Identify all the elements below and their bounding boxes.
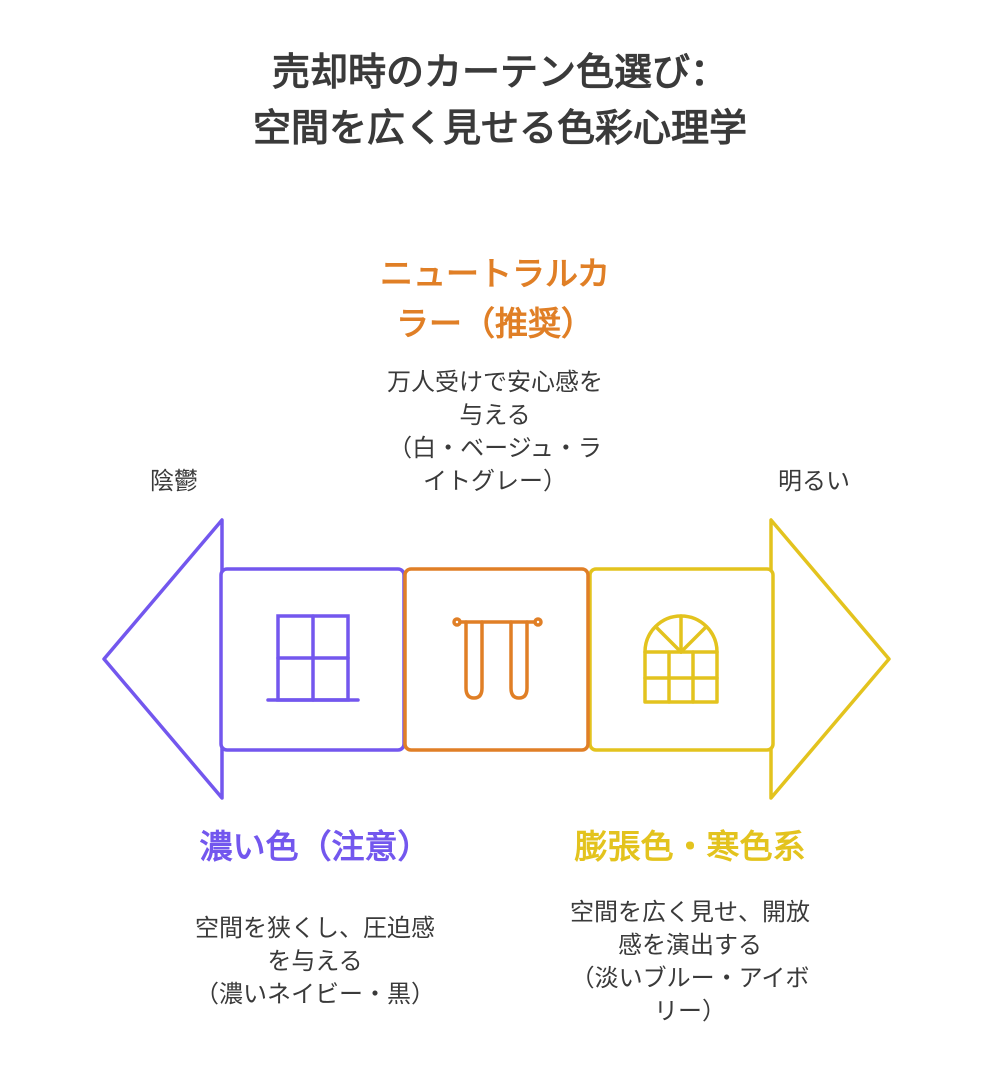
bright-desc-line-2: 感を演出する xyxy=(618,931,762,959)
neutral-title-line-1: ニュートラルカ xyxy=(379,254,610,293)
neutral-box xyxy=(403,567,590,752)
left-arrow-head xyxy=(102,518,224,800)
title-line-1: 売却時のカーテン色選び： xyxy=(271,50,728,94)
dark-desc-line-1: 空間を狭くし、圧迫感 xyxy=(195,914,435,942)
dark-title-text: 濃い色（注意） xyxy=(199,827,431,866)
neutral-description: 万人受けで安心感を 与える （白・ベージュ・ラ イトグレー） xyxy=(330,366,660,498)
right-arrow-head xyxy=(769,518,891,800)
bright-box xyxy=(588,567,775,752)
arched-window-icon xyxy=(643,614,719,704)
curtain-icon xyxy=(452,617,543,700)
neutral-desc-line-2: 与える xyxy=(459,401,531,429)
neutral-desc-line-1: 万人受けで安心感を xyxy=(387,368,603,396)
dark-title: 濃い色（注意） xyxy=(130,822,500,872)
dark-desc-line-2: を与える xyxy=(267,947,363,975)
bright-desc-line-3: （淡いブルー・アイボ xyxy=(570,964,810,992)
neutral-desc-line-3: （白・ベージュ・ラ xyxy=(388,434,602,462)
dark-description: 空間を狭くし、圧迫感 を与える （濃いネイビー・黒） xyxy=(130,912,500,1011)
bright-title: 膨張色・寒色系 xyxy=(500,822,880,872)
neutral-title-line-2: ラー（推奨） xyxy=(396,304,594,343)
neutral-title: ニュートラルカ ラー（推奨） xyxy=(330,249,660,349)
bright-desc-line-4: リー） xyxy=(654,997,726,1025)
dark-desc-line-3: （濃いネイビー・黒） xyxy=(195,980,435,1008)
window-icon xyxy=(266,614,360,702)
bright-title-text: 膨張色・寒色系 xyxy=(574,827,806,866)
neutral-desc-line-4: イトグレー） xyxy=(423,467,567,495)
scale-left-label: 陰鬱 xyxy=(150,467,198,495)
scale-right-label: 明るい xyxy=(778,467,850,495)
diagram-title: 売却時のカーテン色選び： 空間を広く見せる色彩心理学 xyxy=(0,44,1000,156)
title-line-2: 空間を広く見せる色彩心理学 xyxy=(252,106,747,150)
bright-desc-line-1: 空間を広く見せ、開放 xyxy=(570,898,810,926)
bright-description: 空間を広く見せ、開放 感を演出する （淡いブルー・アイボ リー） xyxy=(500,896,880,1028)
